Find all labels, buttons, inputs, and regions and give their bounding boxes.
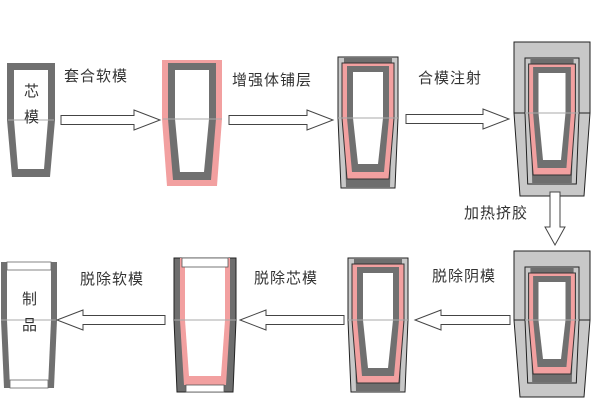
step-label-lay-reinforcement: 增强体铺层 — [232, 71, 313, 89]
figure-female-mold-removed — [347, 257, 409, 393]
figure-core-mold — [7, 63, 55, 177]
product-label: 制品 — [22, 290, 38, 334]
top-band — [6, 261, 52, 271]
arrow-icon — [413, 309, 511, 331]
arrow-down-icon — [544, 191, 566, 247]
arrow-icon — [228, 109, 335, 131]
core-cavity — [175, 70, 209, 172]
core-mold-label: 芯模 — [24, 82, 40, 126]
arrow-icon — [55, 309, 166, 331]
step-label-remove-soft-mold: 脱除软模 — [80, 270, 145, 288]
core-cavity — [538, 73, 566, 160]
figure-mold-closed — [513, 41, 591, 197]
step-label-remove-core-mold: 脱除芯模 — [254, 269, 319, 287]
product-cavity — [7, 262, 51, 388]
arrow-icon — [60, 109, 162, 131]
bottom-band — [9, 379, 49, 389]
open-bottom — [185, 384, 225, 393]
figure-soft-mold-fitted — [162, 60, 222, 186]
arrow-icon — [238, 309, 345, 331]
step-label-heat-squeeze: 加热挤胶 — [464, 204, 529, 222]
figure-core-removed — [173, 257, 237, 393]
arrows — [55, 108, 566, 331]
step-label-remove-female-mold: 脱除阴模 — [432, 267, 497, 285]
step-label-close-inject: 合模注射 — [418, 69, 483, 87]
figure-heated — [513, 250, 591, 398]
step-label-fit-soft-mold: 套合软模 — [64, 67, 129, 85]
open-top — [181, 257, 229, 268]
arrow-icon — [405, 108, 511, 130]
figure-product — [1, 261, 57, 389]
product-cavity — [185, 266, 225, 376]
figure-reinforcement-layup — [337, 56, 399, 189]
